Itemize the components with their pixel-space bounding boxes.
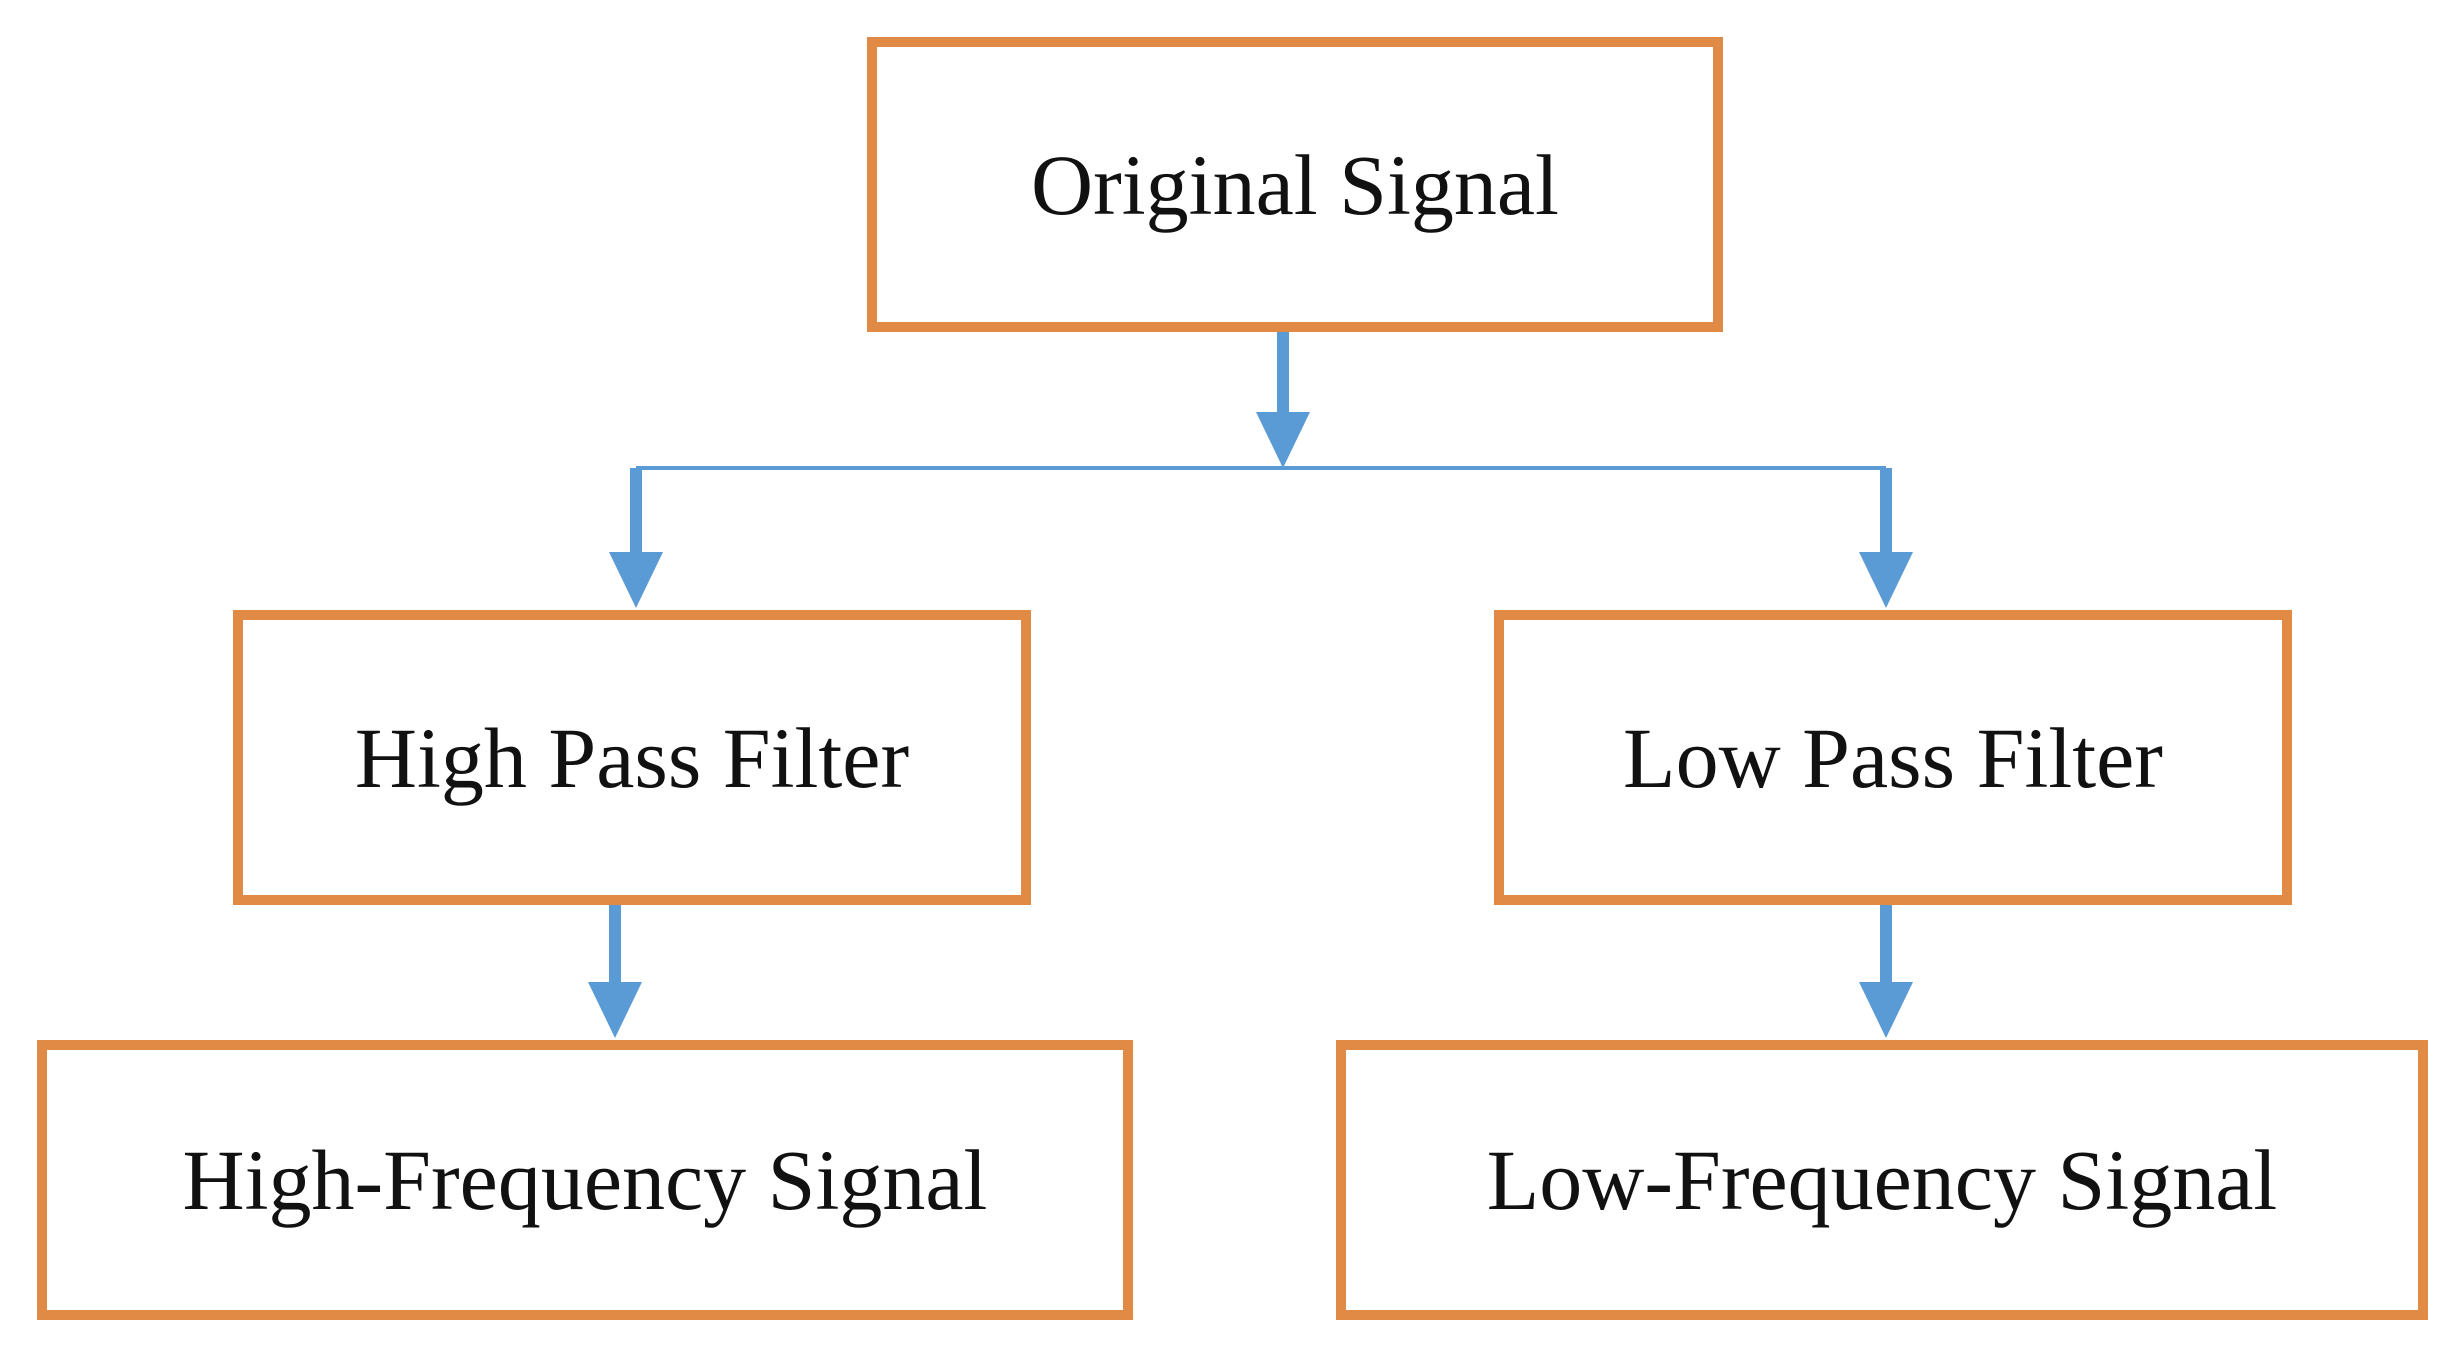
node-original-signal: Original Signal [867, 37, 1723, 332]
arrowhead-low-pass-to-low-freq [1859, 982, 1913, 1038]
node-high-frequency-signal-label: High-Frequency Signal [182, 1132, 988, 1228]
node-high-pass-filter-label: High Pass Filter [354, 709, 910, 806]
node-high-frequency-signal: High-Frequency Signal [37, 1040, 1133, 1320]
arrowhead-split-to-low-pass [1859, 552, 1913, 608]
node-low-pass-filter-label: Low Pass Filter [1623, 709, 2163, 806]
node-low-frequency-signal-label: Low-Frequency Signal [1486, 1132, 2278, 1228]
node-low-pass-filter: Low Pass Filter [1494, 610, 2292, 905]
arrowhead-split-to-high-pass [609, 552, 663, 608]
arrowhead-high-pass-to-high-freq [588, 982, 642, 1038]
node-original-signal-label: Original Signal [1031, 136, 1559, 233]
node-high-pass-filter: High Pass Filter [233, 610, 1031, 905]
node-low-frequency-signal: Low-Frequency Signal [1336, 1040, 2428, 1320]
arrowhead-original-to-split [1256, 412, 1310, 468]
